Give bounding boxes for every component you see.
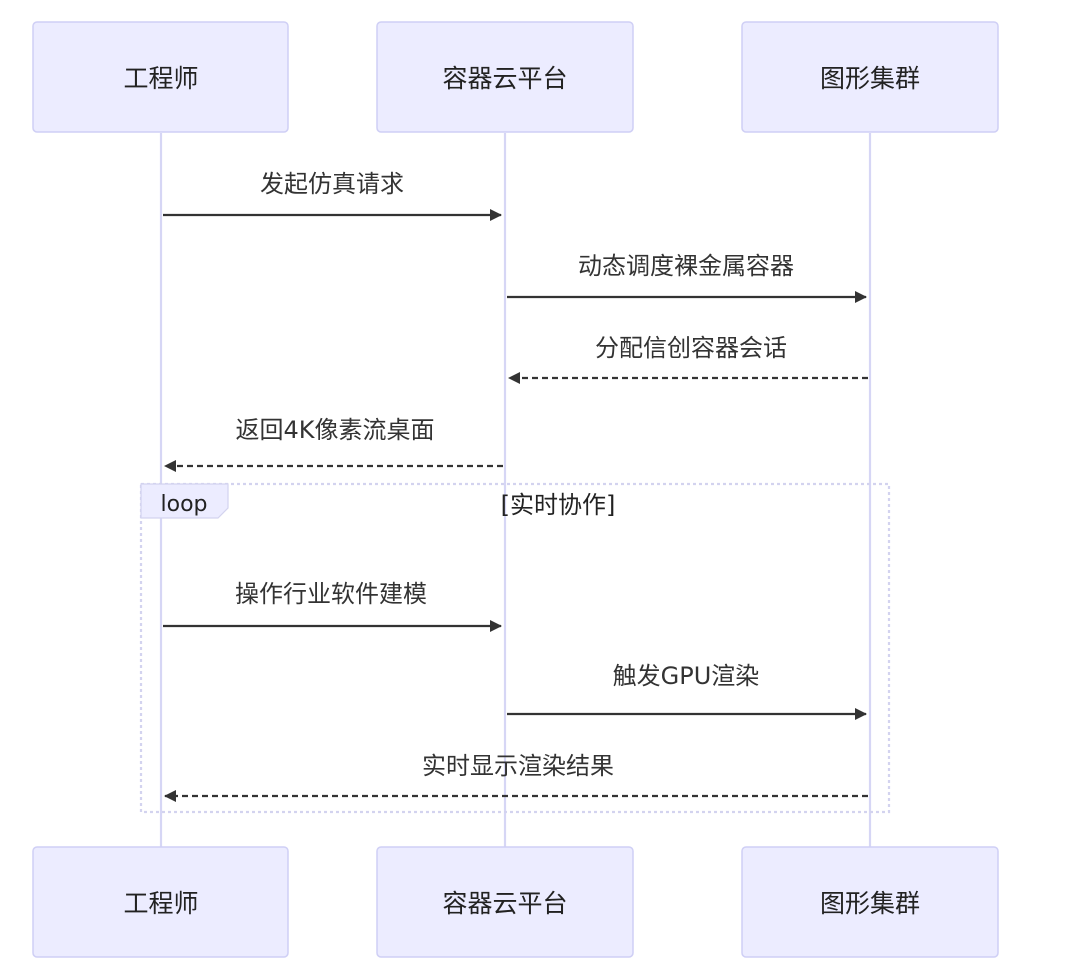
message-5: 操作行业软件建模 (163, 580, 502, 632)
actor-top-container-cloud: 容器云平台 (376, 21, 634, 133)
loop-keyword: loop (161, 492, 208, 517)
message-label: 触发GPU渲染 (613, 662, 760, 690)
actor-bottom-container-cloud: 容器云平台 (376, 846, 634, 958)
message-3: 分配信创容器会话 (508, 334, 868, 384)
message-1: 发起仿真请求 (163, 170, 502, 221)
message-4: 返回4K像素流桌面 (164, 416, 503, 472)
message-label: 发起仿真请求 (260, 170, 404, 198)
message-label: 分配信创容器会话 (595, 334, 787, 362)
actor-bottom-graphics-cluster: 图形集群 (741, 846, 999, 958)
message-2: 动态调度裸金属容器 (507, 252, 867, 303)
actor-label: 图形集群 (820, 64, 920, 93)
message-7: 实时显示渲染结果 (164, 752, 868, 802)
actor-box (32, 21, 289, 133)
message-label: 实时显示渲染结果 (422, 752, 614, 780)
actor-label: 图形集群 (820, 889, 920, 918)
actor-box (32, 846, 289, 958)
actor-box (376, 21, 634, 133)
actor-top-engineer: 工程师 (32, 21, 289, 133)
actor-label: 工程师 (123, 64, 198, 93)
message-label: 返回4K像素流桌面 (235, 416, 434, 444)
actor-label: 容器云平台 (442, 64, 567, 93)
actor-box (376, 846, 634, 958)
actor-bottom-engineer: 工程师 (32, 846, 289, 958)
actor-box (741, 846, 999, 958)
message-label: 动态调度裸金属容器 (578, 252, 794, 280)
actor-label: 容器云平台 (442, 889, 567, 918)
actor-label: 工程师 (123, 889, 198, 918)
actor-top-graphics-cluster: 图形集群 (741, 21, 999, 133)
actor-box (741, 21, 999, 133)
loop-tab (140, 483, 229, 519)
message-label: 操作行业软件建模 (235, 580, 427, 608)
loop-frame: loop [实时协作] (139, 482, 891, 814)
loop-box (139, 482, 891, 814)
message-6: 触发GPU渲染 (507, 662, 867, 720)
loop-condition-label: [实时协作] (501, 491, 616, 519)
